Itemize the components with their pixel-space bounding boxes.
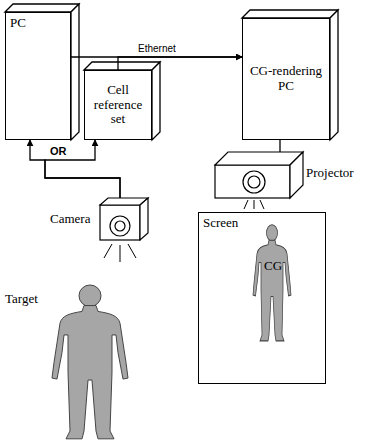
node-label: CG-rendering PC <box>246 64 326 94</box>
connector <box>30 140 120 198</box>
box-side-face <box>71 4 79 140</box>
camera-lens-inner <box>115 221 125 231</box>
box-side-face <box>152 62 160 140</box>
ray <box>254 200 255 209</box>
box-top-face <box>5 4 79 12</box>
camera-rays <box>104 244 136 262</box>
ray <box>260 200 264 209</box>
box-side-face <box>330 10 338 140</box>
ray <box>120 245 121 262</box>
projector-node: Projector <box>215 152 365 198</box>
connector <box>118 57 242 70</box>
node-label: CG <box>246 259 300 274</box>
branch-label: OR <box>50 145 67 157</box>
projector-top <box>215 152 303 165</box>
screen-box: ScreenCG <box>198 212 326 384</box>
projector-rays <box>244 200 264 209</box>
pc-box: PC <box>5 12 71 140</box>
cg-figure <box>253 225 291 341</box>
camera-lens <box>110 216 130 236</box>
projector-body <box>215 165 290 198</box>
node-label: Camera <box>50 212 90 227</box>
node-label: Cell reference set <box>88 83 148 128</box>
node-label: Target <box>5 292 38 307</box>
ray <box>104 244 112 258</box>
node-label: Screen <box>203 216 321 231</box>
camera-icon <box>100 198 148 240</box>
render-pc-box: CG-rendering PC <box>242 18 330 140</box>
connector <box>279 140 280 152</box>
camera-side <box>140 198 148 240</box>
projector-lens <box>243 171 265 193</box>
target-figure <box>52 285 128 439</box>
ray <box>128 244 136 258</box>
box-top-face <box>242 10 338 18</box>
projector-side <box>290 152 303 198</box>
node-label: PC <box>10 16 66 31</box>
projector-icon <box>215 152 303 198</box>
box-top-face <box>84 62 160 70</box>
camera-body <box>100 205 140 240</box>
edge-label: Ethernet <box>138 43 176 54</box>
camera-node: Camera <box>50 198 145 242</box>
cg-node: CG <box>246 223 300 341</box>
projector-lens-inner <box>248 176 260 188</box>
node-label: Projector <box>306 166 354 181</box>
ray <box>244 200 248 209</box>
reference-box: Cell reference set <box>84 70 152 140</box>
target-node: Target <box>3 284 143 442</box>
connector <box>45 140 120 198</box>
